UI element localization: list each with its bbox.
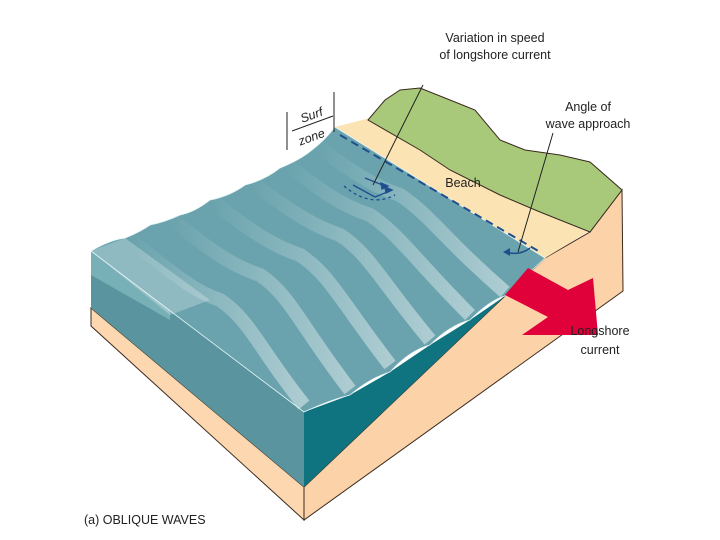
variation-label-line1: Variation in speed xyxy=(445,31,544,45)
glassy-highlight xyxy=(91,238,210,315)
longshore-current-arrow xyxy=(505,268,598,335)
angle-label-line1: Angle of xyxy=(565,100,611,114)
surf-zone-bracket xyxy=(286,92,335,150)
hill xyxy=(367,87,623,233)
water-front-face xyxy=(91,251,304,487)
wave-crests xyxy=(125,139,510,410)
angle-label-line2: wave approach xyxy=(545,117,631,131)
angle-leader-line xyxy=(517,132,554,253)
beach-label: Beach xyxy=(445,176,480,190)
water-side-face xyxy=(304,258,545,487)
surf-label: Surf xyxy=(298,104,326,126)
beach-surface xyxy=(335,118,588,258)
current-speed-arrows-icon xyxy=(343,177,396,201)
wave-angle-arrowhead-icon xyxy=(503,248,510,256)
water-front-top-band xyxy=(91,251,170,320)
longshore-label-line1: Longshore xyxy=(570,324,629,338)
variation-leader-line xyxy=(372,84,424,186)
figure-caption: (a) OBLIQUE WAVES xyxy=(84,513,206,527)
variation-label-line2: of longshore current xyxy=(439,48,551,62)
longshore-label-line2: current xyxy=(581,343,620,357)
